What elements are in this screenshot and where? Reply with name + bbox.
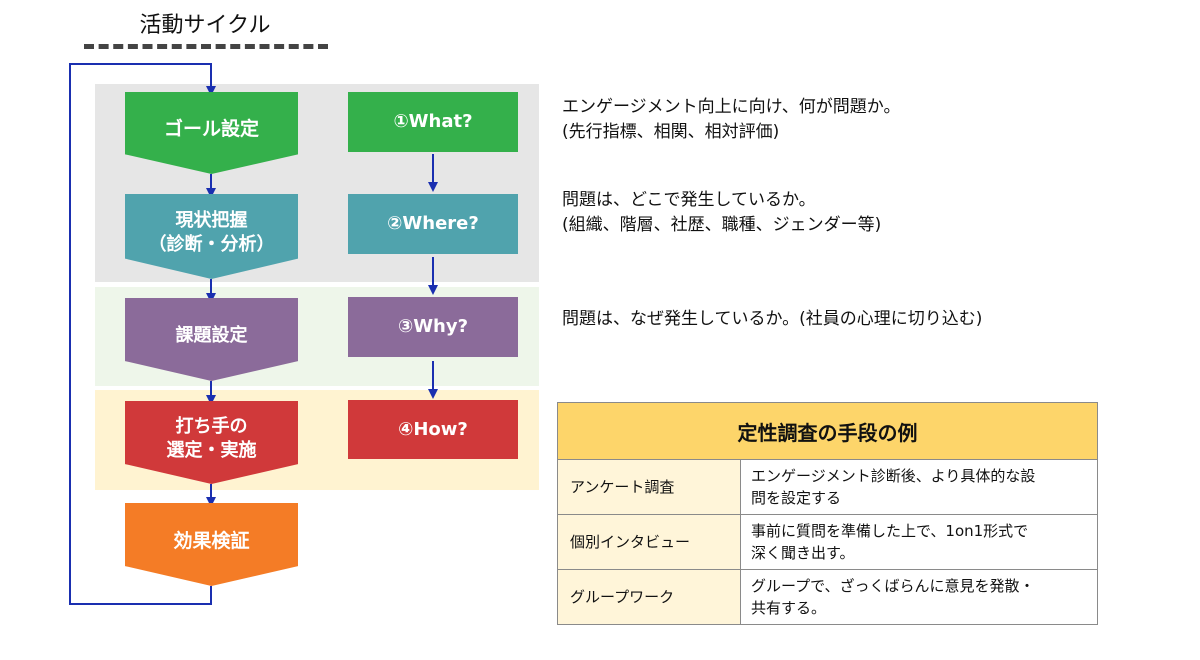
question-where: ②Where? — [348, 194, 518, 254]
question-what-label: ①What? — [393, 111, 473, 132]
method-description: 事前に質問を準備した上で、1on1形式で 深く聞き出す。 — [740, 514, 1098, 570]
cycle-title: 活動サイクル — [139, 13, 271, 38]
step-goal-setting: ゴール設定 — [125, 92, 298, 174]
step-goal-setting-label: ゴール設定 — [163, 118, 259, 140]
method-description: グループで、ざっくばらんに意見を発散・ 共有する。 — [740, 569, 1098, 625]
method-description-line: 問を設定する — [751, 489, 842, 507]
table-row: アンケート調査 エンゲージメント診断後、より具体的な設 問を設定する — [557, 459, 1098, 515]
method-description-line: エンゲージメント診断後、より具体的な設 — [751, 467, 1036, 485]
question-how-label: ④How? — [398, 418, 468, 440]
step-effect-verification: 効果検証 — [125, 503, 298, 586]
description-where: 問題は、どこで発生しているか。 (組織、階層、社歴、職種、ジェンダー等) — [562, 188, 881, 238]
method-name: グループワーク — [557, 569, 741, 625]
description-what-line-1: エンゲージメント向上に向け、何が問題か。 — [562, 97, 901, 117]
step-action-selection: 打ち手の 選定・実施 — [125, 401, 298, 484]
method-description: エンゲージメント診断後、より具体的な設 問を設定する — [740, 459, 1098, 515]
question-why: ③Why? — [348, 297, 518, 357]
description-what-line-2: (先行指標、相関、相対評価) — [562, 122, 780, 142]
step-issue-setting: 課題設定 — [125, 298, 298, 381]
step-current-state-label-2: （診断・分析） — [148, 233, 275, 255]
method-description-line: 深く聞き出す。 — [751, 544, 855, 562]
description-why: 問題は、なぜ発生しているか。(社員の心理に切り込む) — [562, 307, 982, 332]
method-name: 個別インタビュー — [557, 514, 741, 570]
description-where-line-1: 問題は、どこで発生しているか。 — [562, 190, 816, 210]
question-where-label: ②Where? — [387, 213, 479, 234]
step-effect-verification-label: 効果検証 — [173, 529, 250, 552]
step-action-selection-label-1: 打ち手の — [175, 415, 248, 437]
method-description-line: グループで、ざっくばらんに意見を発散・ — [751, 577, 1035, 595]
question-how: ④How? — [348, 400, 518, 459]
description-what: エンゲージメント向上に向け、何が問題か。 (先行指標、相関、相対評価) — [562, 95, 900, 145]
description-where-line-2: (組織、階層、社歴、職種、ジェンダー等) — [562, 215, 882, 235]
feedback-loop-line — [69, 63, 216, 605]
qualitative-methods-table: 定性調査の手段の例 アンケート調査 エンゲージメント診断後、より具体的な設 問を… — [557, 402, 1098, 625]
method-name: アンケート調査 — [557, 459, 741, 515]
method-description-line: 共有する。 — [751, 599, 827, 617]
methods-table-header-row: 定性調査の手段の例 — [557, 402, 1098, 460]
title-dashed-underline — [84, 44, 328, 49]
table-row: グループワーク グループで、ざっくばらんに意見を発散・ 共有する。 — [557, 569, 1098, 625]
table-row: 個別インタビュー 事前に質問を準備した上で、1on1形式で 深く聞き出す。 — [557, 514, 1098, 570]
description-why-line-1: 問題は、なぜ発生しているか。(社員の心理に切り込む) — [562, 309, 983, 329]
method-description-line: 事前に質問を準備した上で、1on1形式で — [751, 522, 1029, 540]
step-current-state-label-1: 現状把握 — [175, 209, 248, 231]
step-issue-setting-label: 課題設定 — [175, 324, 248, 346]
step-current-state: 現状把握 （診断・分析） — [125, 194, 298, 279]
question-why-label: ③Why? — [397, 316, 469, 337]
step-action-selection-label-2: 選定・実施 — [166, 439, 257, 461]
methods-table-title: 定性調査の手段の例 — [557, 402, 1098, 460]
question-what: ①What? — [348, 92, 518, 152]
